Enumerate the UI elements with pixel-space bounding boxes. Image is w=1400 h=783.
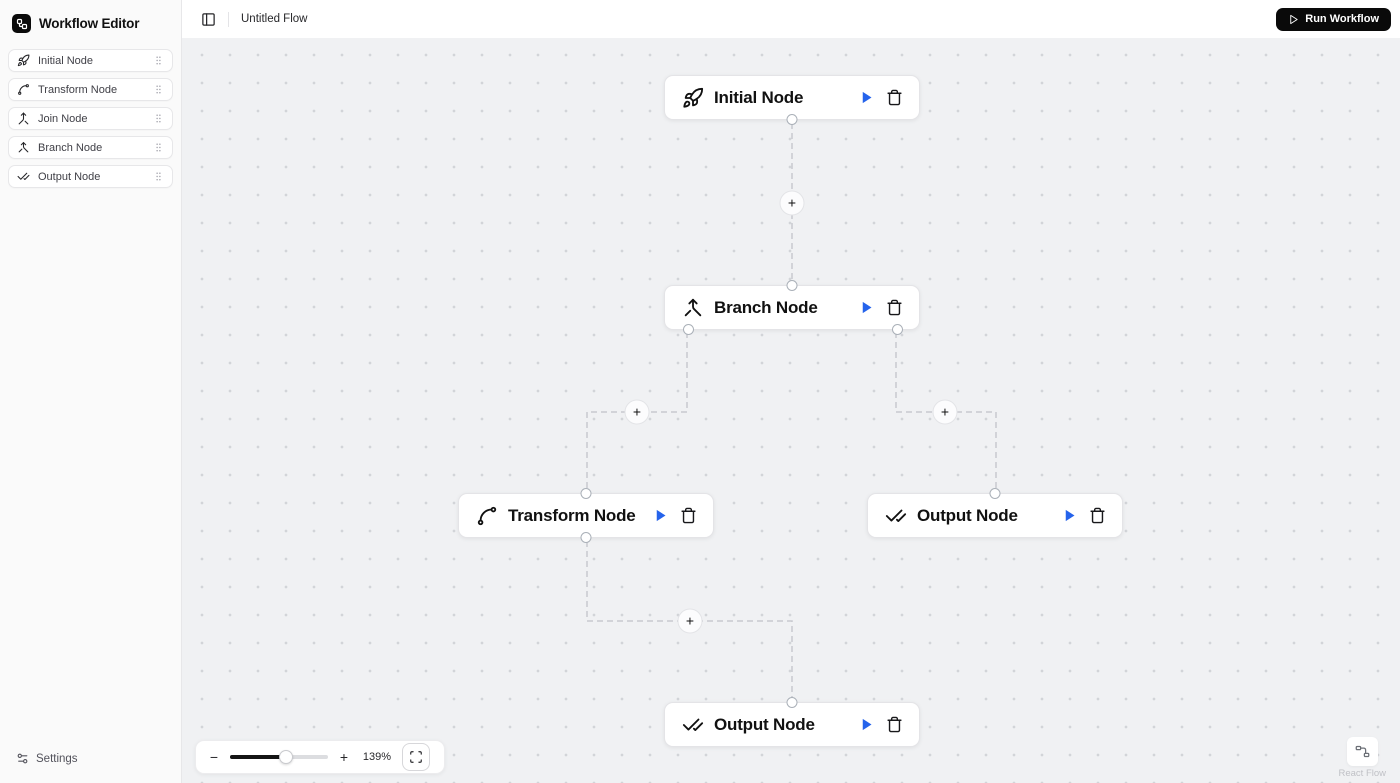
node-source-handle-right[interactable] bbox=[892, 324, 903, 335]
canvas-node-transform[interactable]: Transform Node bbox=[458, 488, 714, 543]
node-target-handle[interactable] bbox=[786, 280, 798, 291]
merge-icon bbox=[17, 112, 30, 125]
check-check-icon bbox=[885, 505, 907, 527]
node-target-handle[interactable] bbox=[580, 488, 592, 499]
fit-view-button[interactable] bbox=[402, 743, 430, 771]
grip-handle-icon[interactable] bbox=[153, 55, 164, 66]
react-flow-attribution: React Flow bbox=[1338, 737, 1386, 779]
sidebar-item-label: Initial Node bbox=[38, 54, 94, 67]
node-delete-button[interactable] bbox=[886, 716, 903, 733]
sidebar: Workflow Editor Initial Node Transform N… bbox=[0, 0, 182, 783]
sidebar-spacer bbox=[8, 194, 173, 746]
canvas-node-initial[interactable]: Initial Node bbox=[664, 75, 920, 125]
split-icon bbox=[682, 297, 704, 319]
node-title: Transform Node bbox=[508, 505, 636, 525]
node-run-button[interactable] bbox=[1062, 508, 1077, 523]
node-run-button[interactable] bbox=[653, 508, 668, 523]
rocket-icon bbox=[682, 87, 704, 109]
spline-icon bbox=[17, 83, 30, 96]
node-title: Branch Node bbox=[714, 297, 818, 317]
node-title: Output Node bbox=[917, 505, 1018, 525]
spline-icon bbox=[476, 505, 498, 527]
node-delete-button[interactable] bbox=[680, 507, 697, 524]
grip-handle-icon[interactable] bbox=[153, 171, 164, 182]
settings-sliders-icon bbox=[16, 752, 29, 765]
canvas-node-output-2[interactable]: Output Node bbox=[664, 697, 920, 747]
edge-add-node-button[interactable]: + bbox=[677, 608, 703, 634]
grip-handle-icon[interactable] bbox=[153, 84, 164, 95]
topbar-divider bbox=[228, 11, 229, 27]
node-title: Initial Node bbox=[714, 87, 804, 107]
node-delete-button[interactable] bbox=[886, 89, 903, 106]
grip-handle-icon[interactable] bbox=[153, 142, 164, 153]
sidebar-item-label: Join Node bbox=[38, 112, 88, 125]
node-source-handle[interactable] bbox=[580, 532, 592, 543]
scan-icon bbox=[409, 750, 423, 764]
edge-add-node-button[interactable]: + bbox=[932, 399, 958, 425]
rocket-icon bbox=[17, 54, 30, 67]
panel-left-icon bbox=[201, 12, 216, 27]
node-run-button[interactable] bbox=[859, 300, 874, 315]
edges-layer bbox=[586, 123, 997, 699]
node-target-handle[interactable] bbox=[989, 488, 1001, 499]
react-flow-logo-icon[interactable] bbox=[1346, 737, 1378, 766]
main-area: Untitled Flow Run Workflow + + + bbox=[182, 0, 1400, 783]
node-delete-button[interactable] bbox=[886, 299, 903, 316]
canvas-node-output-1[interactable]: Output Node bbox=[867, 488, 1123, 538]
node-source-handle-left[interactable] bbox=[683, 324, 694, 335]
settings-label: Settings bbox=[36, 752, 78, 765]
zoom-slider-fill bbox=[230, 755, 286, 759]
flow-name: Untitled Flow bbox=[241, 13, 308, 25]
zoom-slider[interactable] bbox=[230, 750, 328, 764]
run-workflow-label: Run Workflow bbox=[1305, 13, 1379, 25]
sidebar-item-label: Output Node bbox=[38, 170, 101, 183]
node-delete-button[interactable] bbox=[1089, 507, 1106, 524]
sidebar-item-label: Branch Node bbox=[38, 141, 103, 154]
canvas-node-branch[interactable]: Branch Node bbox=[664, 280, 920, 335]
play-icon bbox=[1288, 14, 1299, 25]
toggle-sidebar-button[interactable] bbox=[201, 12, 216, 27]
app-logo-workflow-icon bbox=[12, 14, 31, 33]
edge-add-node-button[interactable]: + bbox=[779, 190, 805, 216]
sidebar-item-output-node[interactable]: Output Node bbox=[8, 165, 173, 188]
zoom-level: 139% bbox=[362, 751, 392, 763]
zoom-in-button[interactable]: + bbox=[336, 749, 352, 765]
zoom-out-button[interactable]: − bbox=[206, 749, 222, 765]
sidebar-item-join-node[interactable]: Join Node bbox=[8, 107, 173, 130]
sidebar-header: Workflow Editor bbox=[8, 12, 173, 49]
run-workflow-button[interactable]: Run Workflow bbox=[1276, 7, 1391, 31]
node-target-handle[interactable] bbox=[786, 697, 798, 708]
zoom-slider-thumb[interactable] bbox=[278, 750, 293, 764]
sidebar-item-transform-node[interactable]: Transform Node bbox=[8, 78, 173, 101]
app-title: Workflow Editor bbox=[39, 16, 140, 31]
node-title: Output Node bbox=[714, 714, 815, 734]
sidebar-item-initial-node[interactable]: Initial Node bbox=[8, 49, 173, 72]
attribution-label: React Flow bbox=[1338, 768, 1386, 779]
node-run-button[interactable] bbox=[859, 717, 874, 732]
node-source-handle[interactable] bbox=[786, 114, 798, 125]
settings-button[interactable]: Settings bbox=[8, 746, 173, 771]
sidebar-item-branch-node[interactable]: Branch Node bbox=[8, 136, 173, 159]
node-run-button[interactable] bbox=[859, 90, 874, 105]
flow-canvas[interactable]: + + + + Initial Node bbox=[182, 38, 1400, 783]
sidebar-item-label: Transform Node bbox=[38, 83, 118, 96]
edge-add-node-button[interactable]: + bbox=[624, 399, 650, 425]
canvas-controls: − + 139% bbox=[195, 740, 445, 774]
topbar: Untitled Flow Run Workflow bbox=[182, 0, 1400, 38]
check-check-icon bbox=[682, 714, 704, 736]
split-icon bbox=[17, 141, 30, 154]
check-check-icon bbox=[17, 170, 30, 183]
grip-handle-icon[interactable] bbox=[153, 113, 164, 124]
